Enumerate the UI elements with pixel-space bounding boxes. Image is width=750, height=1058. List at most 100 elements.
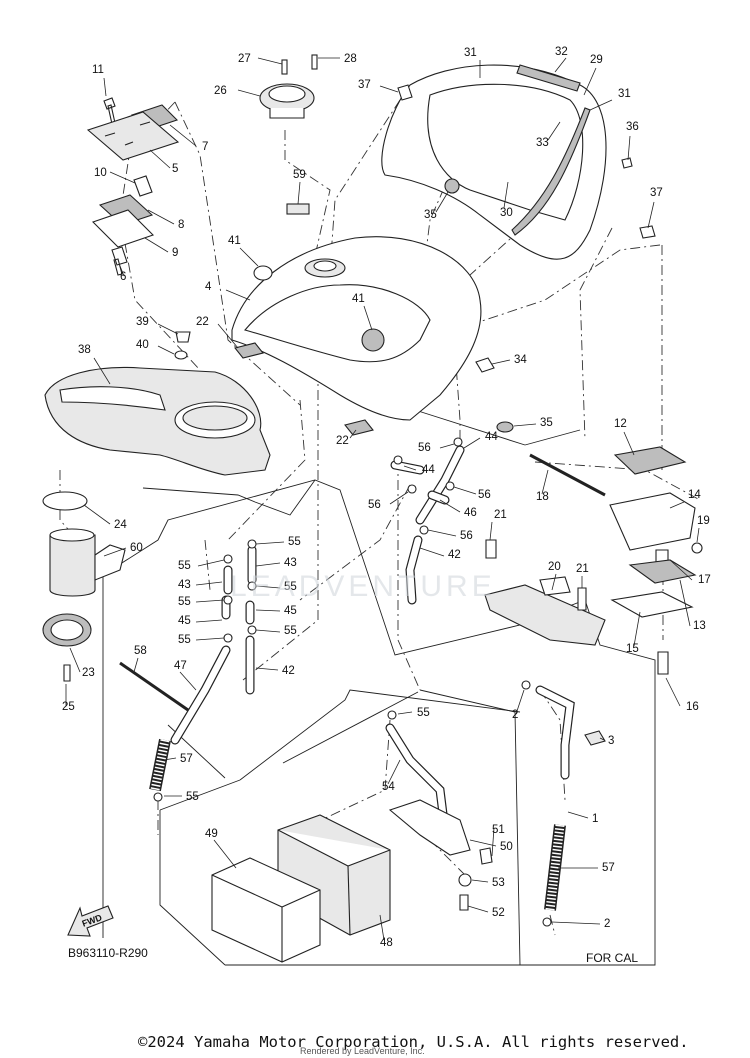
bolt-11 bbox=[103, 97, 116, 125]
nut-53 bbox=[458, 873, 472, 887]
clamp-55a bbox=[223, 554, 233, 564]
callout-c42a: 42 bbox=[448, 549, 461, 561]
leader-line-c24 bbox=[83, 504, 111, 525]
callout-c14: 14 bbox=[688, 489, 701, 501]
mount-bracket-group bbox=[484, 446, 703, 675]
tank-bracket-group bbox=[86, 97, 180, 276]
callout-c20: 20 bbox=[548, 561, 561, 573]
leader-line-c44b bbox=[463, 437, 481, 449]
clamp-2a bbox=[521, 680, 531, 690]
watermark-text: LEADVENTURE bbox=[230, 570, 496, 603]
callout-c29: 29 bbox=[590, 54, 603, 66]
clip-3 bbox=[584, 730, 606, 746]
leader-line-c15 bbox=[633, 611, 641, 647]
leader-line-c46 bbox=[439, 499, 461, 513]
callout-c55e: 55 bbox=[178, 634, 191, 646]
leader-line-c45b bbox=[255, 609, 281, 612]
callout-c7: 7 bbox=[202, 141, 208, 153]
leader-line-c59 bbox=[297, 181, 301, 205]
fuel-cap-group bbox=[259, 54, 318, 119]
clamp-55b bbox=[247, 539, 257, 549]
callout-c55f: 55 bbox=[284, 625, 297, 637]
bracket-50 bbox=[388, 799, 471, 856]
callout-c28: 28 bbox=[344, 53, 357, 65]
tank-cover-4 bbox=[231, 203, 482, 421]
leader-line-c6 bbox=[119, 265, 125, 277]
leader-line-c5 bbox=[149, 149, 171, 169]
leader-line-c2b bbox=[551, 921, 601, 925]
damper-13 bbox=[628, 559, 697, 584]
clamp-56c bbox=[407, 484, 417, 494]
grommet-41a bbox=[253, 265, 273, 281]
leader-line-c55f bbox=[255, 629, 281, 633]
callout-c36: 36 bbox=[626, 121, 639, 133]
trim-32 bbox=[516, 64, 581, 92]
bolt-37b bbox=[639, 225, 656, 239]
callout-c21b: 21 bbox=[576, 563, 589, 575]
leader-line-c55b bbox=[255, 541, 285, 545]
clamp-55g bbox=[387, 710, 397, 720]
callout-c9: 9 bbox=[172, 247, 178, 259]
callout-c57b: 57 bbox=[602, 862, 615, 874]
leader-line-c10 bbox=[109, 171, 136, 184]
leader-line-c55g bbox=[397, 711, 413, 715]
callout-c1: 1 bbox=[592, 813, 598, 825]
callout-c43b: 43 bbox=[284, 557, 297, 569]
callout-c11: 11 bbox=[92, 64, 104, 76]
leader-line-c33 bbox=[547, 121, 561, 141]
grommet-39 bbox=[175, 331, 191, 343]
callout-c13: 13 bbox=[693, 620, 706, 632]
fwd-arrow: FWD bbox=[67, 905, 114, 937]
callout-c43a: 43 bbox=[178, 579, 191, 591]
clamps bbox=[153, 437, 606, 927]
callout-c55c: 55 bbox=[178, 596, 191, 608]
callout-c45b: 45 bbox=[284, 605, 297, 617]
assembly-frames bbox=[102, 409, 656, 966]
leader-line-c51 bbox=[491, 827, 495, 857]
callout-c44a: 44 bbox=[422, 464, 435, 476]
callout-c60: 60 bbox=[130, 542, 143, 554]
callout-c37a: 37 bbox=[358, 79, 371, 91]
bolt-52 bbox=[459, 894, 469, 911]
leader-line-c56c bbox=[389, 491, 409, 505]
leader-line-c41b bbox=[363, 305, 373, 331]
bolt-16 bbox=[657, 651, 669, 675]
callout-c17: 17 bbox=[698, 574, 711, 586]
bolt-36 bbox=[621, 157, 633, 169]
callout-c40: 40 bbox=[136, 339, 149, 351]
damper-12 bbox=[613, 446, 687, 475]
leader-line-c2a bbox=[515, 689, 525, 715]
clamp-55f bbox=[247, 625, 257, 635]
callout-c18: 18 bbox=[536, 491, 549, 503]
callout-c51: 51 bbox=[492, 824, 505, 836]
leader-line-c56b bbox=[453, 486, 477, 495]
nut-34 bbox=[475, 357, 495, 373]
leader-line-c4 bbox=[225, 289, 251, 301]
leader-line-c11 bbox=[103, 77, 107, 97]
fuel-tank-38 bbox=[44, 331, 514, 476]
drain-rod-58 bbox=[119, 661, 189, 712]
bolt-37a bbox=[397, 84, 413, 101]
leader-line-c43a bbox=[195, 581, 223, 586]
leader-line-c20 bbox=[551, 573, 557, 591]
region-note: FOR CAL bbox=[586, 951, 639, 965]
callout-c6: 6 bbox=[120, 271, 126, 283]
bolt-21a bbox=[485, 539, 497, 559]
callout-c8: 8 bbox=[178, 219, 184, 231]
leader-line-c56a bbox=[439, 443, 455, 449]
leader-line-c32 bbox=[554, 57, 567, 73]
callout-c54: 54 bbox=[382, 781, 395, 793]
leader-line-c35b bbox=[513, 423, 537, 427]
bolt-6 bbox=[111, 246, 128, 276]
leader-line-c57a bbox=[163, 757, 177, 761]
leader-line-c41a bbox=[239, 247, 259, 267]
tank-top-cover bbox=[381, 64, 656, 260]
leader-line-c56d bbox=[427, 529, 457, 537]
callout-c45a: 45 bbox=[178, 615, 191, 627]
callout-c16: 16 bbox=[686, 701, 699, 713]
leader-line-c35a bbox=[435, 191, 449, 213]
clamp-56b bbox=[393, 455, 403, 465]
callout-c30: 30 bbox=[500, 207, 513, 219]
washer-40 bbox=[174, 350, 188, 360]
